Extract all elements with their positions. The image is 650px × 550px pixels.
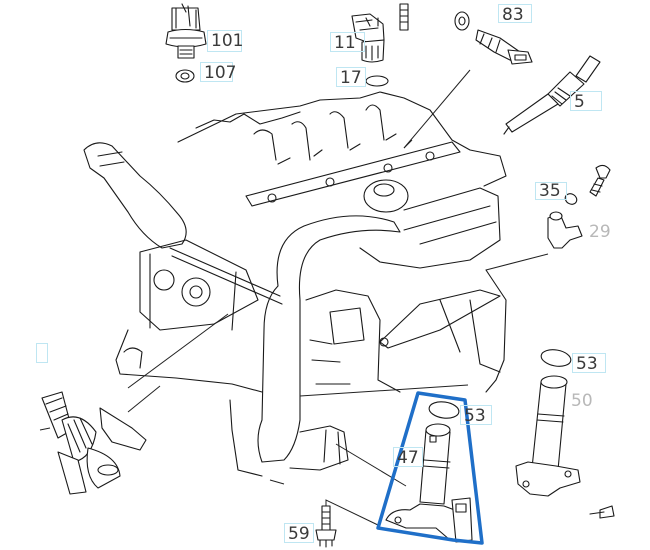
callout-cut-off-left[interactable]	[36, 343, 48, 363]
callout-35[interactable]: 35	[535, 182, 567, 200]
callout-11[interactable]: 11	[330, 32, 365, 53]
callout-29[interactable]: 29	[589, 222, 611, 242]
callout-5[interactable]: 5	[570, 91, 602, 112]
callout-50[interactable]: 50	[571, 391, 593, 411]
engine-block-drawing	[83, 91, 507, 477]
callout-53-highlighted[interactable]: 53	[460, 405, 492, 426]
bolt-59-drawing	[315, 505, 337, 548]
callout-47[interactable]: 47	[393, 447, 423, 468]
sensor-29-drawing	[485, 164, 611, 271]
glow-plug-drawing	[503, 55, 601, 135]
callout-83[interactable]: 83	[498, 4, 532, 25]
leader-83	[403, 69, 471, 149]
callout-101[interactable]: 101	[207, 30, 243, 52]
callout-59[interactable]: 59	[284, 523, 314, 544]
leader-53b	[299, 384, 469, 397]
callout-53-right[interactable]: 53	[572, 353, 606, 374]
crankshaft-sensor-drawing	[39, 385, 161, 495]
camshaft-sensor-drawing	[351, 3, 409, 87]
pressure-sensor-drawing	[165, 3, 207, 83]
callout-107[interactable]: 107	[200, 62, 236, 83]
temperature-sensor-drawing	[454, 11, 533, 65]
oil-level-sensor-50-drawing	[515, 349, 615, 519]
callout-17[interactable]: 17	[336, 67, 366, 88]
